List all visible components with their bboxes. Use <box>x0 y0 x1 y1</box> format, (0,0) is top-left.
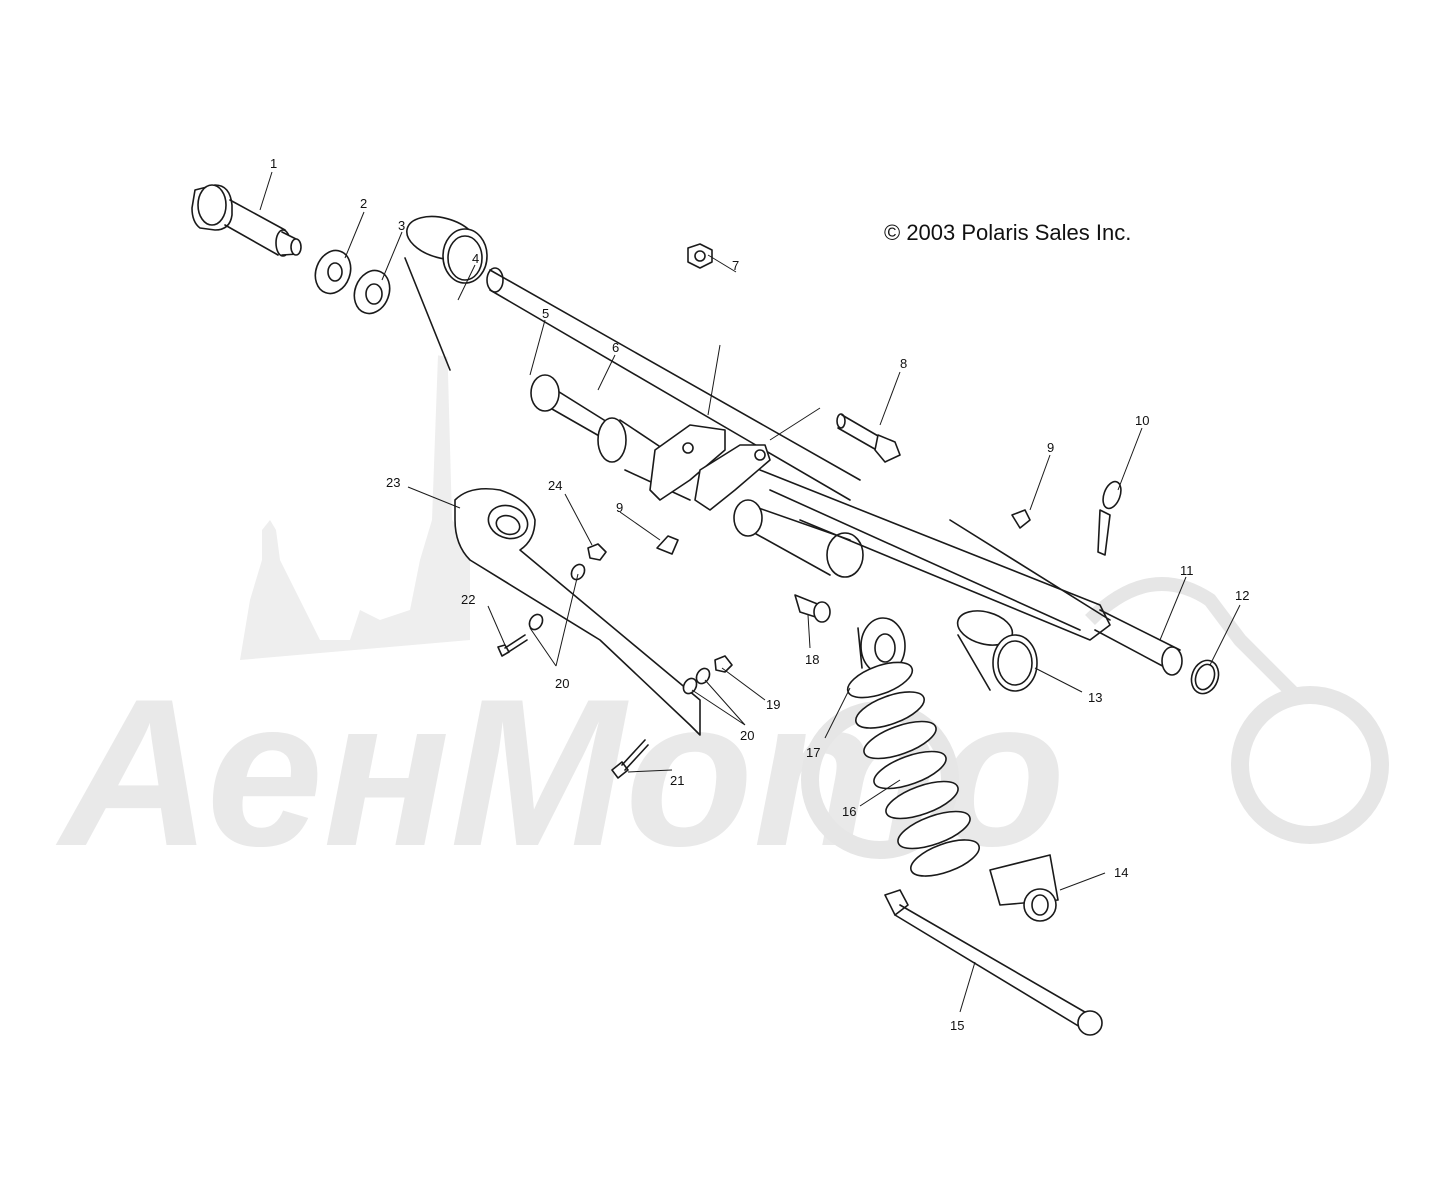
part-22-bolt <box>497 634 528 657</box>
callout-4: 4 <box>472 251 479 266</box>
part-13-bushing <box>955 610 1038 695</box>
callout-15: 15 <box>950 1018 964 1033</box>
part-23-link-arm <box>454 487 701 736</box>
part-24-nut <box>587 543 607 561</box>
callout-11: 11 <box>1180 563 1194 578</box>
callout-24: 24 <box>548 478 562 493</box>
callout-12: 12 <box>1235 588 1249 603</box>
shock-spring-coils <box>846 661 980 877</box>
callout-16: 16 <box>842 804 856 819</box>
callout-5: 5 <box>542 306 549 321</box>
callout-8: 8 <box>900 356 907 371</box>
part-4-bushing <box>404 215 488 371</box>
part-12-ring <box>1190 659 1220 695</box>
part-11-swing-arm <box>759 469 1183 676</box>
part-15-lower-bolt <box>884 889 1103 1036</box>
part-5-6-shaft <box>486 267 864 578</box>
callout-10: 10 <box>1135 413 1149 428</box>
callout-23: 23 <box>386 475 400 490</box>
callout-21: 21 <box>670 773 684 788</box>
mount-plates <box>649 424 771 511</box>
callout-2: 2 <box>360 196 367 211</box>
part-10-cable-tie <box>1097 480 1122 556</box>
part-1-pivot-bolt <box>191 184 302 257</box>
part-16-shock-absorber <box>846 617 1059 922</box>
part-8-bolt <box>836 413 901 463</box>
copyright-notice: © 2003 Polaris Sales Inc. <box>884 220 1132 245</box>
callout-22: 22 <box>461 592 475 607</box>
part-7-nut <box>687 243 713 269</box>
callout-14: 14 <box>1114 865 1128 880</box>
callout-3: 3 <box>398 218 405 233</box>
callout-9-right: 9 <box>1047 440 1054 455</box>
callout-19: 19 <box>766 697 780 712</box>
callout-18: 18 <box>805 652 819 667</box>
callout-20-left: 20 <box>555 676 569 691</box>
callout-7: 7 <box>732 258 739 273</box>
leader-lines <box>259 171 1241 1013</box>
callout-6: 6 <box>612 340 619 355</box>
callout-1: 1 <box>270 156 277 171</box>
part-20-washers <box>528 563 711 695</box>
part-2-washer <box>314 249 352 295</box>
part-9-grease-fitting-a <box>1011 509 1031 529</box>
callout-20-right: 20 <box>740 728 754 743</box>
callout-13: 13 <box>1088 690 1102 705</box>
callout-9-left: 9 <box>616 500 623 515</box>
part-19-nut <box>714 655 733 673</box>
callout-labels: 1 2 3 4 5 6 7 8 9 9 10 11 12 13 14 15 16… <box>270 156 1249 1033</box>
part-3-washer <box>353 269 391 315</box>
callout-17: 17 <box>806 745 820 760</box>
part-21-bolt <box>611 739 649 779</box>
part-18-sleeve <box>794 594 831 623</box>
part-9-grease-fitting-b <box>656 535 679 555</box>
watermark: АенМото <box>55 300 1389 890</box>
